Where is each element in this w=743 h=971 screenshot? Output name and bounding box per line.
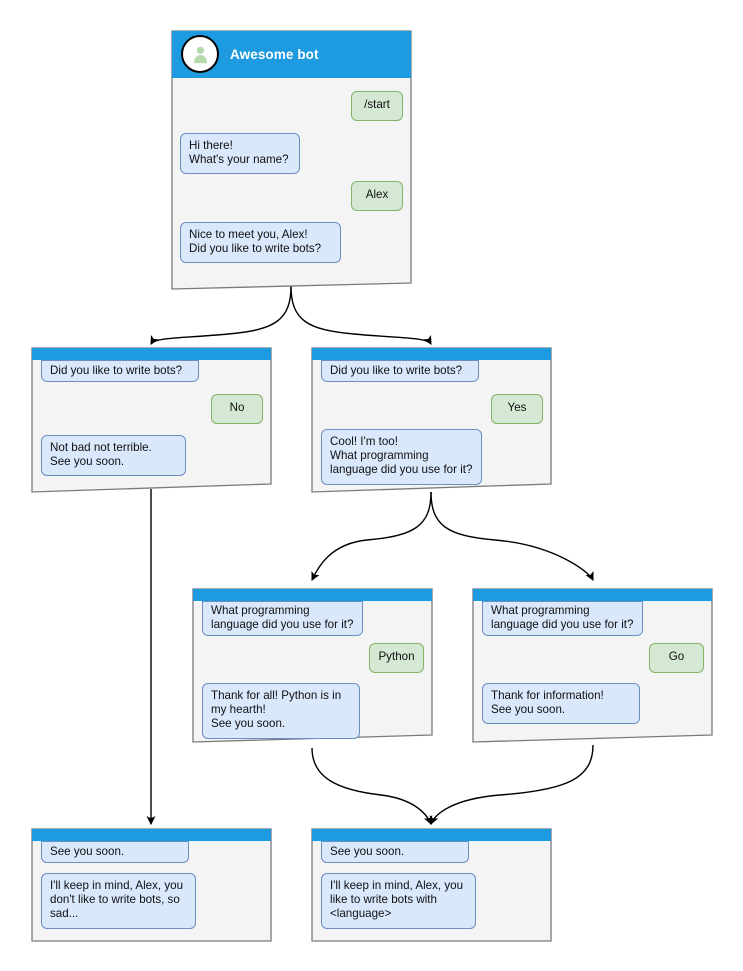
bubble-bot-did-you-like-no[interactable]: Did you like to write bots? xyxy=(41,360,199,382)
root-title-bar: Awesome bot xyxy=(171,30,412,78)
node-python-branch[interactable]: What programming language did you use fo… xyxy=(192,588,433,743)
bubble-user-name[interactable]: Alex xyxy=(351,181,403,211)
root-title-label: Awesome bot xyxy=(230,46,319,62)
bubble-bot-did-you-like-yes[interactable]: Did you like to write bots? xyxy=(321,360,479,382)
bubble-bot-cool-im-too[interactable]: Cool! I'm too! What programming language… xyxy=(321,429,482,485)
bubble-bot-keep-in-mind-happy[interactable]: I'll keep in mind, Alex, you like to wri… xyxy=(321,873,476,929)
bubble-user-start[interactable]: /start xyxy=(351,91,403,121)
bubble-bot-greeting[interactable]: Hi there! What's your name? xyxy=(180,133,300,175)
bubble-bot-what-language-python[interactable]: What programming language did you use fo… xyxy=(202,601,363,636)
edge-yes-to-go xyxy=(430,491,594,582)
node-go-branch[interactable]: What programming language did you use fo… xyxy=(472,588,713,743)
edge-root-to-yes xyxy=(290,285,432,345)
edge-go-to-end-happy xyxy=(429,744,594,826)
bubble-bot-what-language-go[interactable]: What programming language did you use fo… xyxy=(482,601,643,636)
node-end-happy[interactable]: See you soon. I'll keep in mind, Alex, y… xyxy=(311,828,552,942)
bubble-bot-keep-in-mind-sad[interactable]: I'll keep in mind, Alex, you don't like … xyxy=(41,873,196,929)
edge-yes-to-python xyxy=(311,491,432,582)
bubble-user-go[interactable]: Go xyxy=(649,643,704,673)
node-no-branch[interactable]: Did you like to write bots? No Not bad n… xyxy=(31,347,272,493)
bubble-bot-see-you-soon-happy[interactable]: See you soon. xyxy=(321,841,469,863)
bubble-bot-thank-for-all[interactable]: Thank for all! Python is in my hearth! S… xyxy=(202,683,360,739)
person-avatar-icon xyxy=(181,35,219,73)
bubble-user-no[interactable]: No xyxy=(211,394,263,424)
node-yes-branch[interactable]: Did you like to write bots? Yes Cool! I'… xyxy=(311,347,552,493)
bubble-user-python[interactable]: Python xyxy=(369,643,424,673)
edge-python-to-end-happy xyxy=(311,747,433,826)
bubble-bot-not-bad[interactable]: Not bad not terrible. See you soon. xyxy=(41,435,186,477)
node-root[interactable]: Awesome bot /start Hi there! What's your… xyxy=(171,30,412,290)
edge-root-to-no xyxy=(150,285,292,345)
bubble-bot-see-you-soon-sad[interactable]: See you soon. xyxy=(41,841,189,863)
bubble-bot-nice-to-meet[interactable]: Nice to meet you, Alex! Did you like to … xyxy=(180,222,341,264)
bubble-bot-thank-for-information[interactable]: Thank for information! See you soon. xyxy=(482,683,640,725)
node-end-sad[interactable]: See you soon. I'll keep in mind, Alex, y… xyxy=(31,828,272,942)
bubble-user-yes[interactable]: Yes xyxy=(491,394,543,424)
